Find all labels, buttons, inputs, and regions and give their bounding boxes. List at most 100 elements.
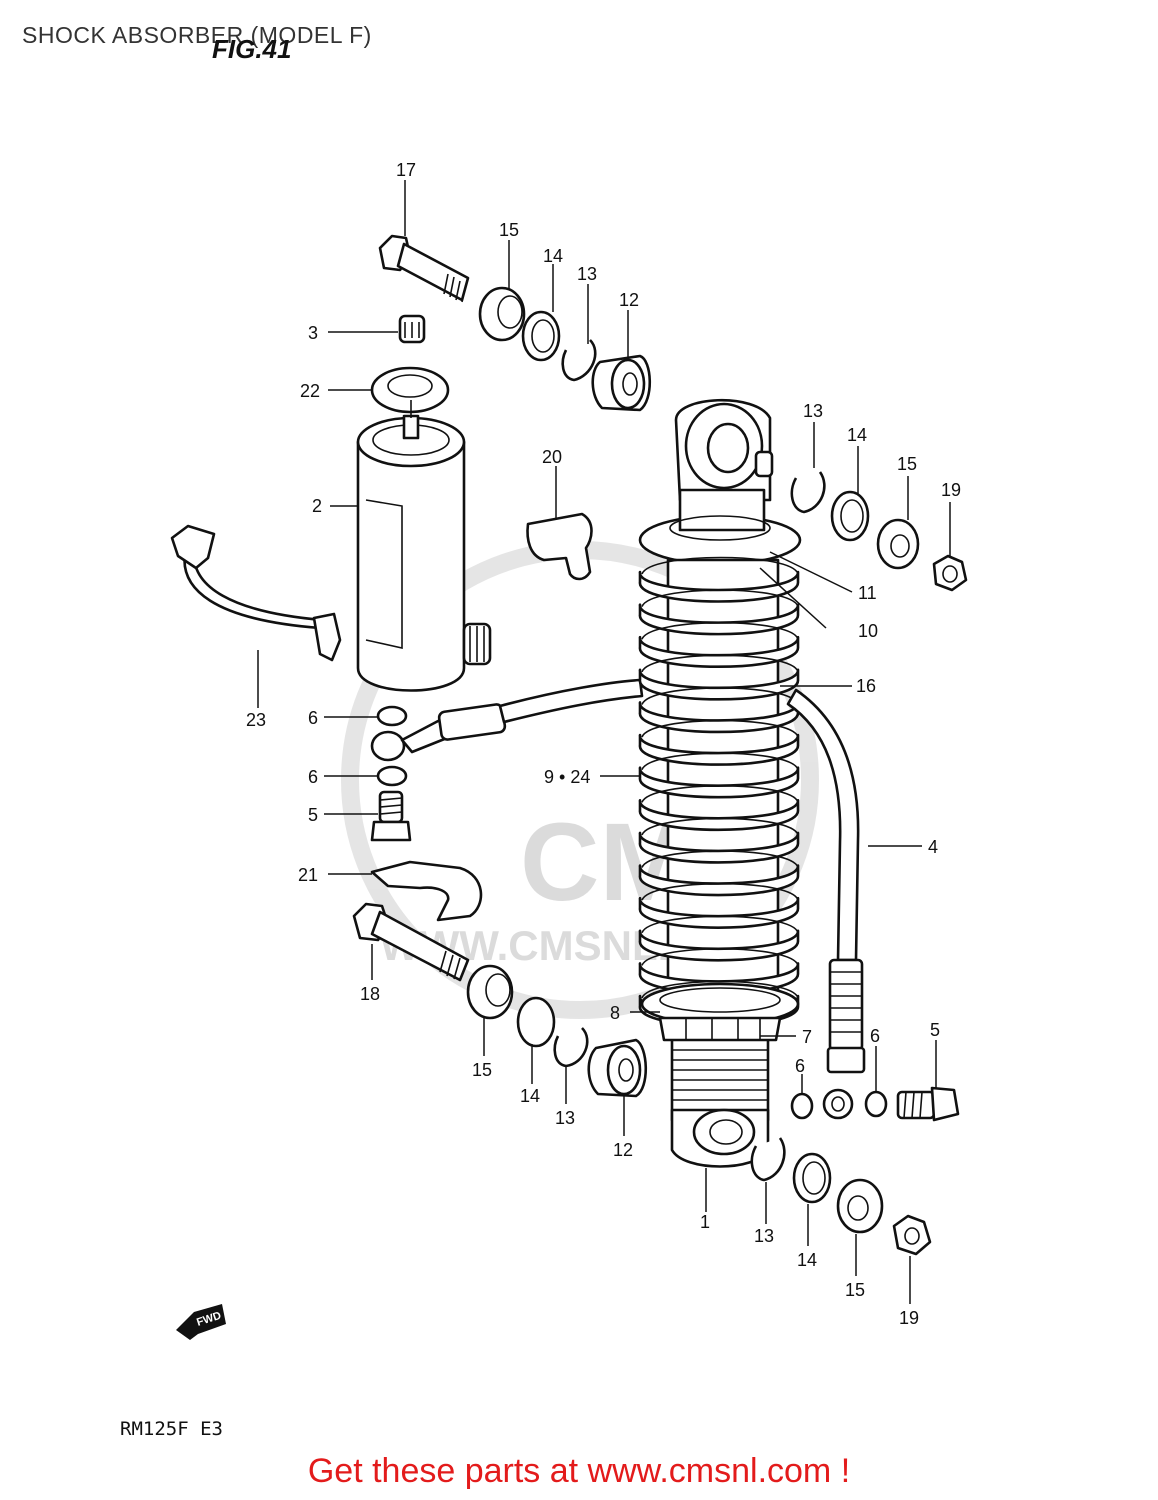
callout-labels: 17 15 14 13 12 3 22 2 20 23 6 6 5 21 18 … xyxy=(246,160,961,1328)
page-title: SHOCK ABSORBER (MODEL F) xyxy=(22,22,372,48)
spring-coil-back xyxy=(641,621,799,640)
spring-coil-back xyxy=(641,719,799,738)
spring-coil xyxy=(638,668,800,701)
callout-12: 12 xyxy=(619,290,639,310)
callout-23: 23 xyxy=(246,710,266,730)
callout-15: 15 xyxy=(472,1060,492,1080)
spring-coil xyxy=(638,603,800,636)
model-code: RM125F E3 xyxy=(120,1418,223,1440)
spring-coil-back xyxy=(641,882,799,901)
callout-21: 21 xyxy=(298,865,318,885)
part-4-hose xyxy=(786,688,866,1120)
figure-label: FIG.41 xyxy=(212,34,292,64)
callout-6: 6 xyxy=(308,708,318,728)
part-6-washer-left-top xyxy=(376,705,408,727)
part-5-banjo-bolt-right xyxy=(896,1086,960,1122)
part-6-washer-right-left xyxy=(790,1092,814,1120)
part-19-nut-lower xyxy=(892,1214,932,1256)
part-7-lock-nut xyxy=(658,1016,782,1042)
callout-22: 22 xyxy=(300,381,320,401)
spring-coil xyxy=(638,570,800,603)
part-8-spring-seat xyxy=(640,982,800,1026)
part-13-circlip-upper xyxy=(561,339,597,382)
part-15-collar-upper xyxy=(478,286,526,342)
part-13-circlip-lower-left xyxy=(553,1027,589,1068)
spring-coil xyxy=(638,799,800,832)
spring-coil-back xyxy=(641,785,799,803)
part-15-collar-lower-left xyxy=(466,964,514,1020)
part-3-valve-cap xyxy=(398,314,426,344)
part-20-rubber-stop xyxy=(526,512,593,581)
part-12-bushing-lower xyxy=(587,1038,648,1098)
spring-coil xyxy=(638,929,800,962)
part-19-nut-upper xyxy=(932,554,968,592)
part-18-lower-bolt xyxy=(352,902,470,982)
spring-coil xyxy=(638,766,800,799)
callout-20: 20 xyxy=(542,447,562,467)
spring-coil-back xyxy=(641,980,799,999)
spring-coil-back xyxy=(641,752,799,771)
callout-3: 3 xyxy=(308,323,318,343)
callout-8: 8 xyxy=(610,1003,620,1023)
part-2-reservoir xyxy=(356,400,492,692)
callout-15: 15 xyxy=(499,220,519,240)
spring-coil-back xyxy=(641,948,799,966)
callout-13: 13 xyxy=(803,401,823,421)
part-17-upper-bolt xyxy=(378,234,470,303)
part-22-washer xyxy=(370,366,450,414)
part-6-washer-left-bottom xyxy=(376,765,408,787)
callout-5: 5 xyxy=(308,805,318,825)
callout-14: 14 xyxy=(797,1250,817,1270)
callout-19: 19 xyxy=(899,1308,919,1328)
part-21-bracket xyxy=(370,860,483,922)
spring-coil xyxy=(638,896,800,929)
callout-17: 17 xyxy=(396,160,416,180)
callout-12: 12 xyxy=(613,1140,633,1160)
hose-banjo-fitting xyxy=(370,703,507,762)
spring-coil-back xyxy=(641,817,799,836)
part-14-seal-lower-left xyxy=(516,996,556,1048)
part-13-circlip-lower-right xyxy=(750,1137,786,1182)
part-15-collar-lower-right xyxy=(836,1178,884,1234)
part-15-collar-upper-right xyxy=(876,518,920,570)
callout-19: 19 xyxy=(941,480,961,500)
spring-coil-back xyxy=(641,556,799,575)
callout-15: 15 xyxy=(845,1280,865,1300)
part-6-washer-right-right xyxy=(864,1090,888,1118)
callout-14: 14 xyxy=(520,1086,540,1106)
callout-15: 15 xyxy=(897,454,917,474)
part-13-circlip-upper-right xyxy=(790,471,826,514)
callout-5: 5 xyxy=(930,1020,940,1040)
callout-11: 11 xyxy=(858,583,877,603)
callout-6: 6 xyxy=(870,1026,880,1046)
part-16-spring xyxy=(638,556,800,1027)
callout-6: 6 xyxy=(308,767,318,787)
spring-coil-back xyxy=(641,589,799,608)
part-5-banjo-bolt-left xyxy=(370,790,412,842)
callout-16: 16 xyxy=(856,676,876,696)
callout-13: 13 xyxy=(555,1108,575,1128)
callout-13: 13 xyxy=(577,264,597,284)
part-23-band xyxy=(170,524,342,662)
leader-lines xyxy=(257,180,951,1304)
spring-coil-back xyxy=(641,654,799,673)
fwd-direction-arrow: FWD xyxy=(176,1304,226,1340)
spring-coil-back xyxy=(641,850,799,868)
spring-coil xyxy=(638,733,800,766)
callout-7: 7 xyxy=(802,1027,812,1047)
callout-4: 4 xyxy=(928,837,938,857)
callout-2: 2 xyxy=(312,496,322,516)
get-parts-link[interactable]: Get these parts at www.cmsnl.com ! xyxy=(307,1452,851,1490)
part-4-hose-upper xyxy=(498,678,644,724)
callout-14: 14 xyxy=(847,425,867,445)
spring-coil-back xyxy=(641,915,799,934)
spring-coil xyxy=(638,635,800,668)
callout-10: 10 xyxy=(858,621,878,641)
callout-14: 14 xyxy=(543,246,563,266)
callout-1: 1 xyxy=(700,1212,710,1232)
callout-9-24: 9 • 24 xyxy=(544,767,590,787)
callout-18: 18 xyxy=(360,984,380,1004)
callout-6: 6 xyxy=(795,1056,805,1076)
spring-coil xyxy=(638,831,800,864)
